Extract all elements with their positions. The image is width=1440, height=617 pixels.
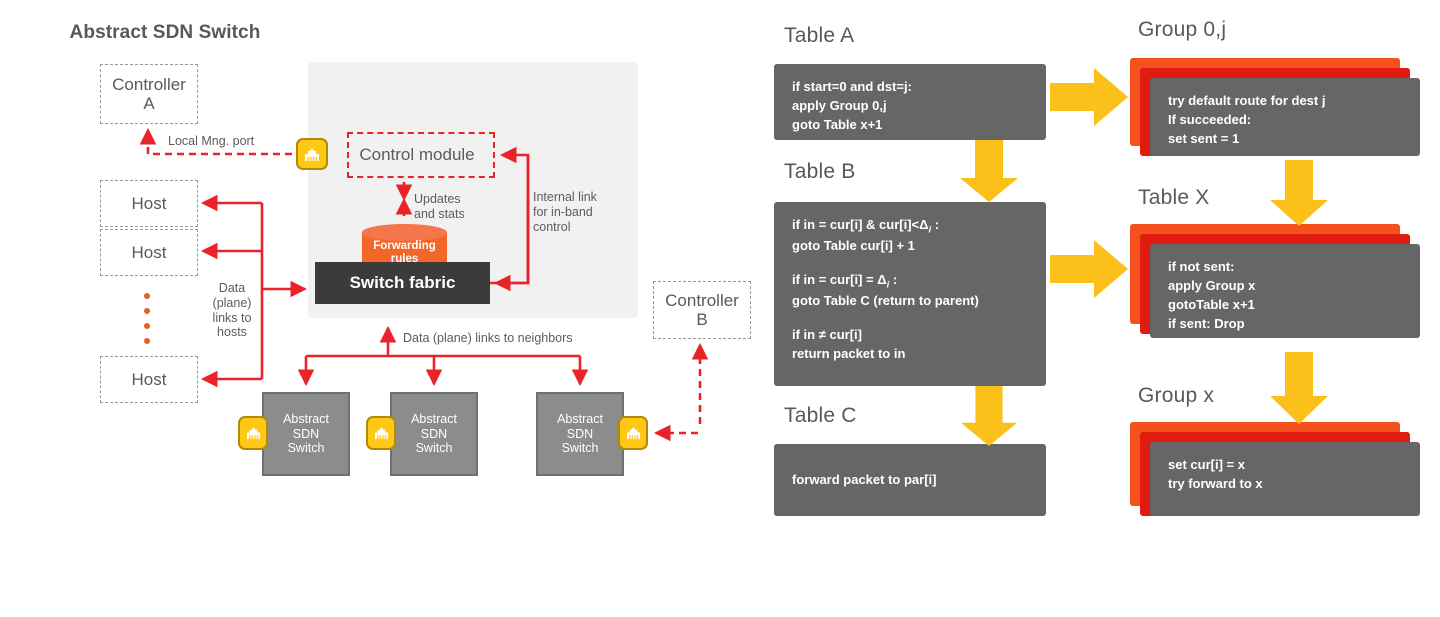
group-0j-card-stack: try default route for dest j If succeede… <box>1130 58 1420 162</box>
table-b-rule-1b: goto Table cur[i] + 1 <box>792 238 915 254</box>
neighbor-sdn-switch-2: Abstract SDN Switch <box>390 392 478 476</box>
control-module-box <box>347 132 495 178</box>
controller-a-box: Controller A <box>100 64 198 124</box>
table-b-card: if in = cur[i] & cur[i]<Δi : goto Table … <box>774 202 1046 386</box>
group-0j-title: Group 0,j <box>1138 18 1227 41</box>
ellipsis-dot <box>144 323 150 329</box>
ellipsis-dot <box>144 338 150 344</box>
table-b-rule-2b: goto Table C (return to parent) <box>792 293 979 309</box>
label-data-links-hosts: Data (plane) links to hosts <box>212 281 252 340</box>
table-b-title: Table B <box>784 160 856 183</box>
arrow-down-icon <box>960 386 1018 446</box>
host-box-1: Host <box>100 180 198 227</box>
group-x-body: set cur[i] = x try forward to x <box>1150 442 1420 516</box>
abstract-sdn-switch-title: Abstract SDN Switch <box>69 22 261 43</box>
arrow-down-icon <box>1270 160 1328 226</box>
controller-b-box: Controller B <box>653 281 751 339</box>
table-b-rule-2: if in = cur[i] = Δi : <box>792 272 898 290</box>
group-0j-body: try default route for dest j If succeede… <box>1150 78 1420 156</box>
table-x-card-stack: if not sent: apply Group x gotoTable x+1… <box>1130 224 1420 344</box>
ethernet-port-icon <box>618 416 648 450</box>
table-x-body: if not sent: apply Group x gotoTable x+1… <box>1150 244 1420 338</box>
ethernet-port-icon <box>238 416 268 450</box>
arrow-right-icon <box>1050 68 1128 126</box>
ethernet-port-icon <box>366 416 396 450</box>
switch-fabric-box: Switch fabric <box>315 262 490 304</box>
neighbor-sdn-switch-3: Abstract SDN Switch <box>536 392 624 476</box>
label-local-mng-port: Local Mng. port <box>168 134 255 148</box>
host-box-3: Host <box>100 356 198 403</box>
ethernet-port-icon <box>296 138 328 170</box>
ellipsis-dot <box>144 293 150 299</box>
connector-lines <box>139 127 709 442</box>
ellipsis-dot <box>144 308 150 314</box>
table-a-card: if start=0 and dst=j: apply Group 0,j go… <box>774 64 1046 140</box>
arrow-down-icon <box>1270 352 1328 424</box>
label-internal-link: Internal link for in-band control <box>533 190 597 234</box>
flow-tables-diagram: Table A if start=0 and dst=j: apply Grou… <box>760 0 1440 560</box>
table-x-title: Table X <box>1138 186 1210 209</box>
control-module-label: Control module <box>359 145 475 164</box>
forwarding-rules-label: Forwarding rules <box>373 240 436 265</box>
table-b-rule-3b: return packet to in <box>792 345 906 361</box>
group-x-title: Group x <box>1138 384 1215 407</box>
arrow-right-icon <box>1050 240 1128 298</box>
neighbor-sdn-switch-1: Abstract SDN Switch <box>262 392 350 476</box>
label-data-links-neighbors: Data (plane) links to neighbors <box>403 331 573 345</box>
table-a-title: Table A <box>784 24 855 47</box>
host-box-2: Host <box>100 229 198 276</box>
arrow-down-icon <box>960 140 1018 202</box>
table-b-rule-3: if in ≠ cur[i] <box>792 327 862 342</box>
group-x-card-stack: set cur[i] = x try forward to x <box>1130 422 1420 526</box>
table-b-rule-1: if in = cur[i] & cur[i]<Δi : <box>792 217 940 235</box>
table-c-card: forward packet to par[i] <box>774 444 1046 516</box>
table-c-title: Table C <box>784 404 857 427</box>
label-updates-and-stats: Updates and stats <box>414 192 465 221</box>
sdn-switch-architecture-diagram: Abstract SDN Switch Controller A Control… <box>0 0 760 540</box>
